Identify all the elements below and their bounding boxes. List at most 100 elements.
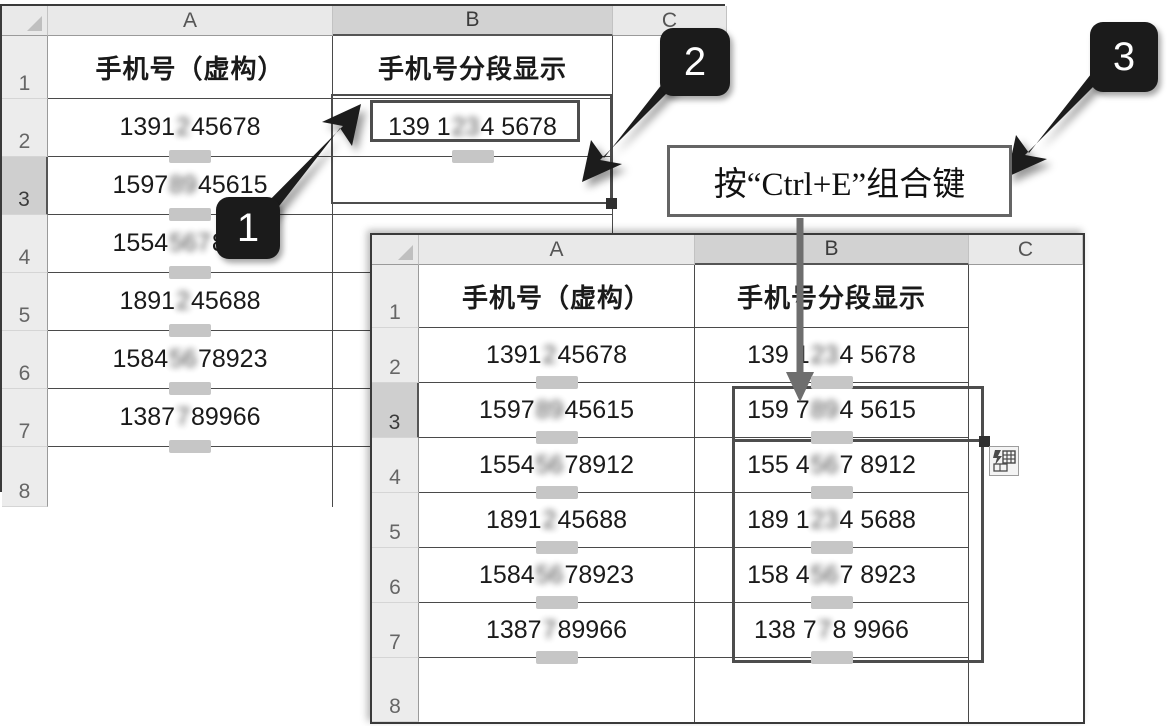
phone-number-value: 138 778 9966 bbox=[754, 615, 909, 644]
step-badge-1: 1 bbox=[216, 197, 280, 259]
cell-C2[interactable] bbox=[969, 328, 1083, 383]
cell-C1[interactable] bbox=[969, 265, 1083, 328]
select-all-corner[interactable] bbox=[372, 235, 419, 265]
cell-C3[interactable] bbox=[969, 383, 1083, 438]
redacted-digits: 2 bbox=[542, 505, 557, 534]
cell-A6[interactable]: 15845678923 bbox=[48, 331, 333, 395]
cell-A3[interactable]: 15978945615 bbox=[48, 157, 333, 221]
flash-fill-options-icon[interactable] bbox=[989, 446, 1019, 476]
step-badge-1-label: 1 bbox=[236, 205, 260, 250]
column-header-A[interactable]: A bbox=[419, 235, 695, 265]
row-header-1[interactable]: 1 bbox=[2, 36, 48, 99]
column-header-B[interactable]: B bbox=[695, 235, 969, 265]
row-header-6[interactable]: 6 bbox=[372, 548, 419, 603]
redacted-digits: 89 bbox=[169, 171, 197, 199]
cell-B2[interactable]: 139 1234 5678 bbox=[333, 99, 613, 163]
cell-B1[interactable]: 手机号分段显示 bbox=[333, 36, 613, 99]
privacy-smudge bbox=[535, 486, 578, 499]
privacy-smudge bbox=[535, 431, 578, 444]
cell-A7[interactable]: 1387789966 bbox=[48, 389, 333, 453]
tip-callout: 按“Ctrl+E”组合键 bbox=[667, 145, 1012, 217]
cell-B2[interactable]: 139 1234 5678 bbox=[695, 328, 969, 389]
privacy-smudge bbox=[535, 541, 578, 554]
cell-B4[interactable]: 155 4567 8912 bbox=[695, 438, 969, 499]
phone-number-value: 158 4567 8923 bbox=[747, 560, 916, 589]
privacy-smudge bbox=[810, 541, 853, 554]
step-badge-2-label: 2 bbox=[683, 39, 707, 84]
cell-B1[interactable]: 手机号分段显示 bbox=[695, 265, 969, 328]
cell-B6[interactable]: 158 4567 8923 bbox=[695, 548, 969, 609]
back-sheet-fill-handle[interactable] bbox=[606, 198, 617, 209]
cell-A8[interactable] bbox=[48, 447, 333, 507]
cell-C7[interactable] bbox=[969, 603, 1083, 658]
cell-A1[interactable]: 手机号（虚构） bbox=[419, 265, 695, 328]
cell-A8[interactable] bbox=[419, 658, 695, 722]
privacy-smudge bbox=[535, 651, 578, 664]
row-header-3[interactable]: 3 bbox=[372, 383, 419, 438]
step-badge-3-label: 3 bbox=[1112, 34, 1136, 79]
row-header-8[interactable]: 8 bbox=[2, 447, 48, 507]
row-header-3[interactable]: 3 bbox=[2, 157, 48, 215]
cell-B3[interactable]: 159 7894 5615 bbox=[695, 383, 969, 444]
cell-A2[interactable]: 1391245678 bbox=[48, 99, 333, 163]
privacy-smudge bbox=[535, 376, 578, 389]
row-header-7[interactable]: 7 bbox=[2, 389, 48, 447]
cell-A6[interactable]: 15845678923 bbox=[419, 548, 695, 609]
redacted-digits: 23 bbox=[810, 505, 839, 534]
privacy-smudge bbox=[169, 382, 211, 395]
redacted-digits: 23 bbox=[451, 113, 480, 141]
row-header-2[interactable]: 2 bbox=[2, 99, 48, 157]
phone-number-value: 1891245688 bbox=[485, 505, 628, 534]
row-header-8[interactable]: 8 bbox=[372, 658, 419, 722]
cell-A5[interactable]: 1891245688 bbox=[48, 273, 333, 337]
phone-number-value: 189 1234 5688 bbox=[747, 505, 916, 534]
column-header-C[interactable]: C bbox=[969, 235, 1083, 265]
redacted-digits: 2 bbox=[176, 287, 190, 315]
phone-number-value: 1891245688 bbox=[119, 287, 261, 315]
row-header-4[interactable]: 4 bbox=[2, 215, 48, 273]
row-header-7[interactable]: 7 bbox=[372, 603, 419, 658]
front-sheet-fill-handle[interactable] bbox=[979, 436, 990, 447]
flash-fill-glyph bbox=[993, 450, 1016, 472]
privacy-smudge bbox=[169, 266, 211, 279]
redacted-digits: 2 bbox=[176, 113, 190, 141]
phone-number-value: 1391245678 bbox=[485, 340, 628, 369]
cell-A4[interactable]: 15545678912 bbox=[419, 438, 695, 499]
row-header-5[interactable]: 5 bbox=[2, 273, 48, 331]
phone-number-value: 1391245678 bbox=[119, 113, 261, 141]
cell-A4[interactable]: 15545678912 bbox=[48, 215, 333, 279]
phone-number-value: 15545678912 bbox=[479, 450, 634, 479]
cell-B3[interactable] bbox=[333, 157, 613, 215]
step-badge-2: 2 bbox=[660, 28, 730, 96]
step-badge-3: 3 bbox=[1090, 22, 1158, 92]
row-header-4[interactable]: 4 bbox=[372, 438, 419, 493]
column-header-B[interactable]: B bbox=[333, 6, 613, 36]
cell-B8[interactable] bbox=[695, 658, 969, 722]
column-header-A[interactable]: A bbox=[48, 6, 333, 36]
row-header-1[interactable]: 1 bbox=[372, 265, 419, 328]
cell-A3[interactable]: 15978945615 bbox=[419, 383, 695, 444]
privacy-smudge bbox=[810, 651, 853, 664]
cell-B7[interactable]: 138 778 9966 bbox=[695, 603, 969, 664]
row-header-6[interactable]: 6 bbox=[2, 331, 48, 389]
cell-C6[interactable] bbox=[969, 548, 1083, 603]
cell-A5[interactable]: 1891245688 bbox=[419, 493, 695, 554]
cell-A7[interactable]: 1387789966 bbox=[419, 603, 695, 664]
redacted-digits: 23 bbox=[810, 340, 839, 369]
select-all-corner[interactable] bbox=[2, 6, 48, 36]
cell-A2[interactable]: 1391245678 bbox=[419, 328, 695, 389]
row-header-5[interactable]: 5 bbox=[372, 493, 419, 548]
redacted-digits: 7 bbox=[542, 615, 557, 644]
cell-A1[interactable]: 手机号（虚构） bbox=[48, 36, 333, 99]
privacy-smudge bbox=[810, 431, 853, 444]
row-header-2[interactable]: 2 bbox=[372, 328, 419, 383]
phone-number-value: 139 1234 5678 bbox=[388, 113, 557, 141]
cell-C5[interactable] bbox=[969, 493, 1083, 548]
column-b-title: 手机号分段显示 bbox=[377, 53, 567, 84]
cell-C8[interactable] bbox=[969, 658, 1083, 722]
phone-number-value: 15978945615 bbox=[112, 171, 268, 199]
privacy-smudge bbox=[810, 486, 853, 499]
cell-B5[interactable]: 189 1234 5688 bbox=[695, 493, 969, 554]
cell-C4[interactable] bbox=[969, 438, 1083, 493]
